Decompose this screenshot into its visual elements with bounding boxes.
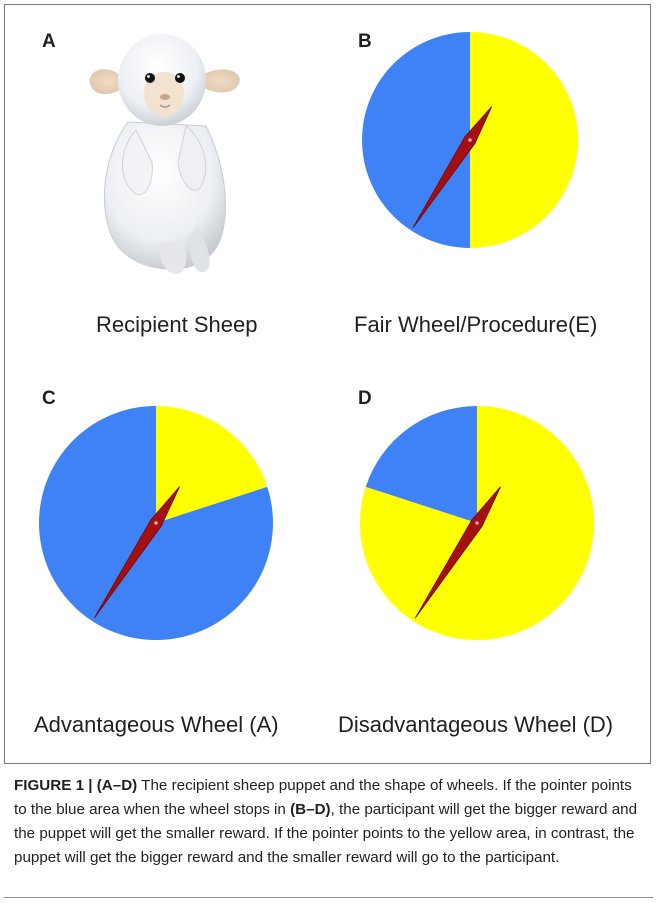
wheel-pivot [468,138,472,142]
panel-caption-a: Recipient Sheep [96,312,258,337]
wheel-pointer [93,486,180,619]
caption-text-1: The recipient sheep puppet and the shape… [14,777,632,818]
wheel-pivot [475,521,479,525]
wheel-pointer [412,106,493,229]
bottom-rule [4,897,653,898]
panel-letter-d: D [358,388,372,409]
wheel-yellow-segment [156,406,268,523]
panel-letter-b: B [358,31,372,52]
figure-frame [4,4,651,764]
fair-wheel [362,32,578,248]
panel-caption-b: Fair Wheel/Procedure(E) [354,312,598,337]
panel-letter-c: C [42,388,56,409]
wheel-blue-segment [365,406,477,523]
wheel-blue-segment [362,32,470,248]
figure-label: FIGURE 1 | (A–D) [14,777,138,794]
wheel-pointer [414,486,501,619]
sheep-puppet-image [89,34,240,274]
panel-letter-a: A [42,31,56,52]
wheel-pivot [154,521,158,525]
panel-caption-c: Advantageous Wheel (A) [34,712,279,737]
wheel-yellow-segment [470,32,578,248]
figure-caption: FIGURE 1 | (A–D) The recipient sheep pup… [14,774,644,870]
panel-caption-d: Disadvantageous Wheel (D) [338,712,614,737]
caption-panel-ref: (B–D) [290,801,331,818]
advantageous-wheel [39,406,274,640]
disadvantageous-wheel [360,406,594,640]
caption-text-2: , the participant will get the bigger re… [14,801,638,866]
